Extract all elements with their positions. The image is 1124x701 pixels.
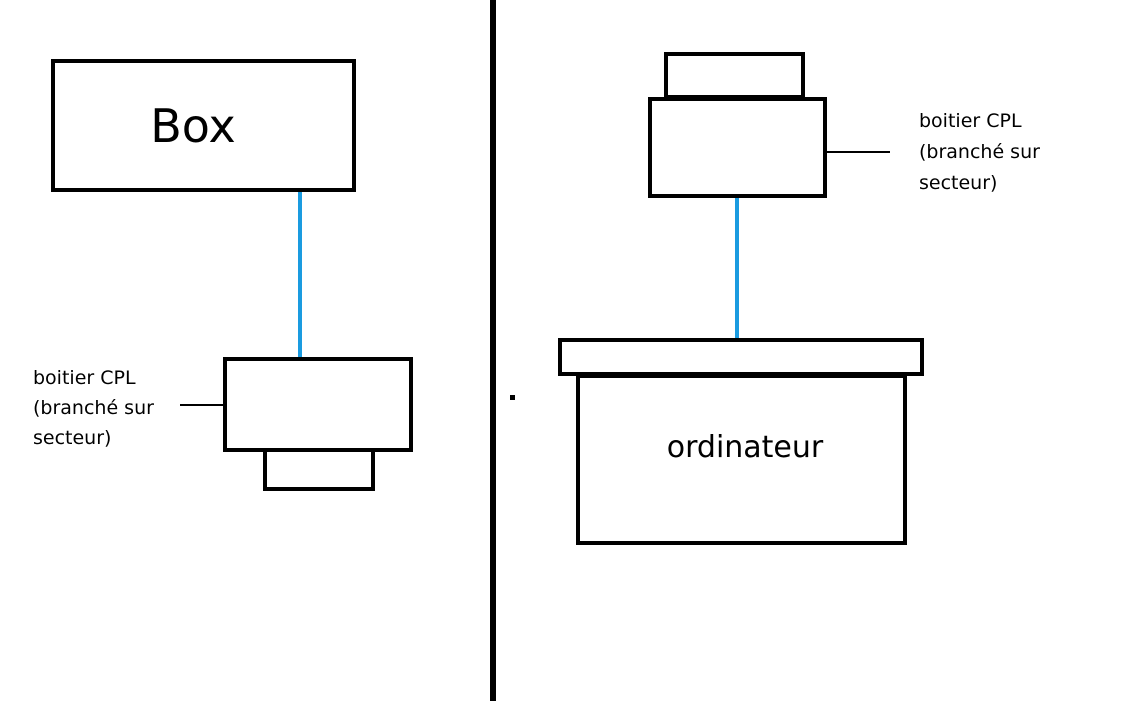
left-cpl-label-line-2: (branché sur (33, 397, 154, 419)
box-router-label: Box (150, 99, 236, 153)
right-cpl-label-line-2: (branché sur (919, 141, 1040, 163)
right-cpl-adapter (648, 97, 827, 198)
right-cpl-label-line-3: secteur) (919, 172, 997, 194)
right-cpl-label-line-1: boitier CPL (919, 110, 1022, 132)
left-cpl-adapter (223, 357, 413, 452)
left-cpl-label: boitier CPL (branché sur secteur) (33, 367, 160, 449)
computer-top (558, 338, 924, 376)
left-cpl-plug (263, 448, 375, 491)
left-cpl-label-line-3: secteur) (33, 427, 111, 449)
left-cpl-label-line-1: boitier CPL (33, 367, 136, 389)
right-cpl-plug (664, 52, 805, 99)
box-router (51, 59, 356, 192)
stray-dot (510, 395, 515, 400)
right-cpl-label: boitier CPL (branché sur secteur) (919, 110, 1046, 194)
computer-body (576, 374, 907, 545)
computer-label: ordinateur (667, 430, 824, 465)
